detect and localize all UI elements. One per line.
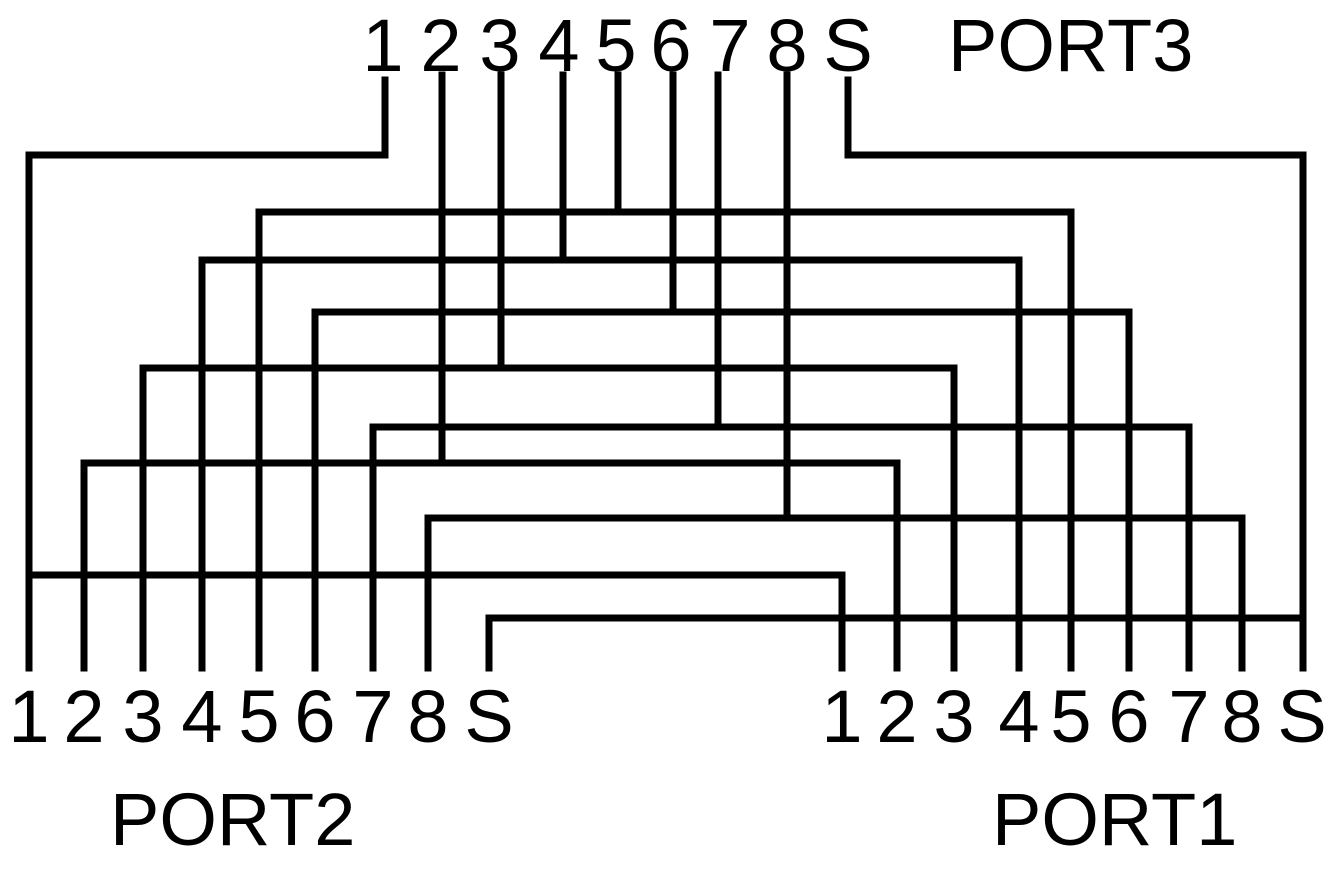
port2-title: PORT2 bbox=[110, 778, 355, 861]
port2-pin-3-label: 3 bbox=[122, 675, 163, 758]
wire-pin-2 bbox=[80, 71, 901, 672]
port1-pin-6-label: 6 bbox=[1108, 675, 1149, 758]
port1-pin-1-label: 1 bbox=[821, 675, 862, 758]
port2-pin-4-label: 4 bbox=[181, 675, 222, 758]
port3-title: PORT3 bbox=[948, 4, 1193, 87]
port1-pin-7-label: 7 bbox=[1168, 675, 1209, 758]
port2-pin-8-label: 8 bbox=[407, 675, 448, 758]
wire-pin-4 bbox=[198, 71, 1023, 672]
port2-pin-7-label: 7 bbox=[352, 675, 393, 758]
port1-pin-s-label: S bbox=[1277, 675, 1326, 758]
port2-pin-5-label: 5 bbox=[238, 675, 279, 758]
port1-pin-2-label: 2 bbox=[876, 675, 917, 758]
port2-pin-labels: 1 2 3 4 5 6 7 8 S bbox=[8, 675, 513, 758]
wire-pin-3 bbox=[139, 71, 958, 672]
port3-pin-s-label: S bbox=[823, 4, 872, 87]
wire-pin-1 bbox=[25, 76, 846, 672]
port2-pin-1-label: 1 bbox=[8, 675, 49, 758]
wire-pin-6 bbox=[311, 71, 1133, 672]
port2-pin-s-label: S bbox=[464, 675, 513, 758]
port2-pin-6-label: 6 bbox=[294, 675, 335, 758]
port1-pin-8-label: 8 bbox=[1221, 675, 1262, 758]
port3-pin-1-label: 1 bbox=[362, 4, 403, 87]
port2-pin-2-label: 2 bbox=[63, 675, 104, 758]
port1-pin-4-label: 4 bbox=[998, 675, 1039, 758]
wire-pin-5 bbox=[255, 71, 1075, 672]
port1-pin-labels: 1 2 3 4 5 6 7 8 S bbox=[821, 675, 1326, 758]
wire-pin-s bbox=[485, 76, 1307, 672]
wires bbox=[25, 71, 1307, 672]
port3-pin-4-label: 4 bbox=[538, 4, 579, 87]
port1-pin-3-label: 3 bbox=[933, 675, 974, 758]
port1-title: PORT1 bbox=[992, 778, 1237, 861]
port1-pin-5-label: 5 bbox=[1050, 675, 1091, 758]
wire-pin-7 bbox=[369, 71, 1193, 672]
wire-pin-8 bbox=[424, 71, 1246, 672]
